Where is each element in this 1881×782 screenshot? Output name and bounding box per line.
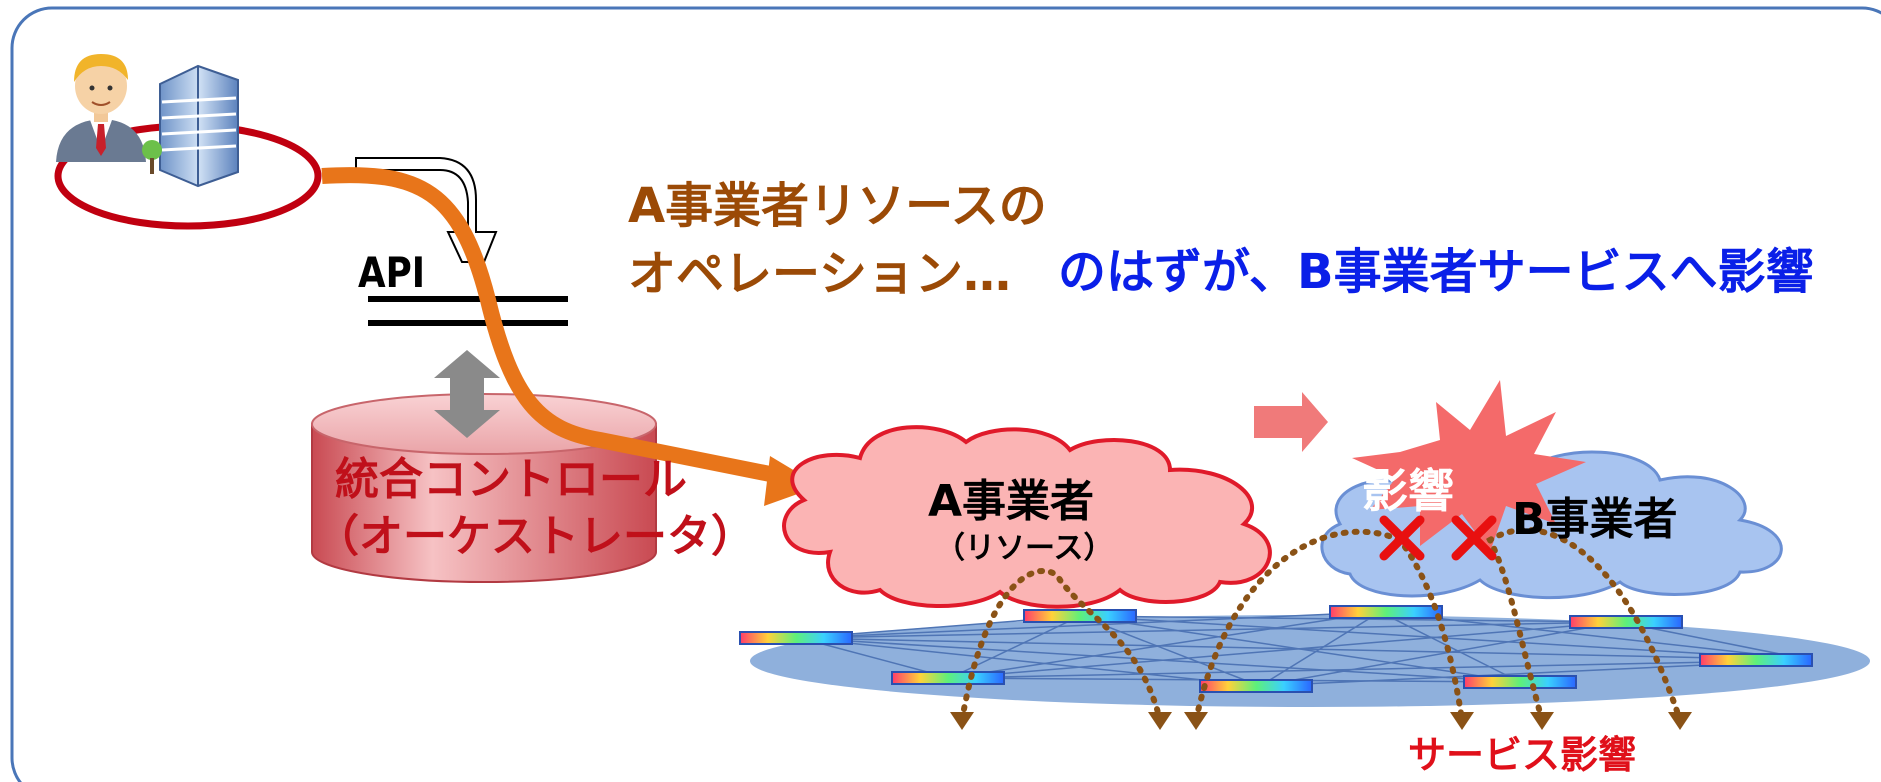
impact-burst xyxy=(1352,380,1586,552)
business-user-icon xyxy=(56,54,146,162)
network-node-icon xyxy=(1569,615,1683,629)
impact-on-b-text: のはずが、B事業者サービスへ影響 xyxy=(1058,244,1814,300)
api-label: API xyxy=(358,248,426,297)
orchestrator-label-line1: 統合コントロール xyxy=(335,454,687,505)
operator-a-label: A事業者 xyxy=(928,476,1095,527)
service-path-a xyxy=(959,567,1163,723)
api-bar-bottom xyxy=(368,320,568,326)
network-node-icon xyxy=(1699,653,1813,667)
network-node-icon xyxy=(1329,605,1443,619)
orchestrator-label-line2: （オーケストレータ） xyxy=(315,511,755,562)
network-nodes xyxy=(739,605,1813,693)
service-path-heads xyxy=(950,712,1692,730)
flow-arrow xyxy=(321,167,792,486)
network-node-icon xyxy=(1463,675,1577,689)
cross-icon xyxy=(1451,515,1497,561)
network-node-icon xyxy=(1023,609,1137,623)
bidirectional-arrow-icon xyxy=(434,350,500,438)
office-building-icon xyxy=(142,64,239,188)
burst-label: 影響 xyxy=(1362,464,1454,518)
cloud-operator-a xyxy=(782,425,1272,609)
service-impact-label: サービス影響 xyxy=(1408,733,1637,777)
service-path-b1 xyxy=(1193,528,1465,723)
network-plane xyxy=(750,615,1870,707)
operator-b-label: B事業者 xyxy=(1512,494,1678,545)
service-path-b2 xyxy=(1486,526,1683,723)
right-arrow-icon xyxy=(1254,392,1328,452)
operation-text-line2: オペレーション… xyxy=(628,246,1012,302)
cross-icon xyxy=(1379,515,1425,561)
network-node-icon xyxy=(1199,679,1313,693)
outer-frame xyxy=(10,6,1881,782)
service-paths xyxy=(959,526,1683,723)
operator-a-sublabel: （リソース） xyxy=(935,531,1114,566)
api-bar-top xyxy=(368,296,568,302)
network-node-icon xyxy=(891,671,1005,685)
network-node-icon xyxy=(739,631,853,645)
operation-text-line1: A事業者リソースの xyxy=(628,178,1047,234)
